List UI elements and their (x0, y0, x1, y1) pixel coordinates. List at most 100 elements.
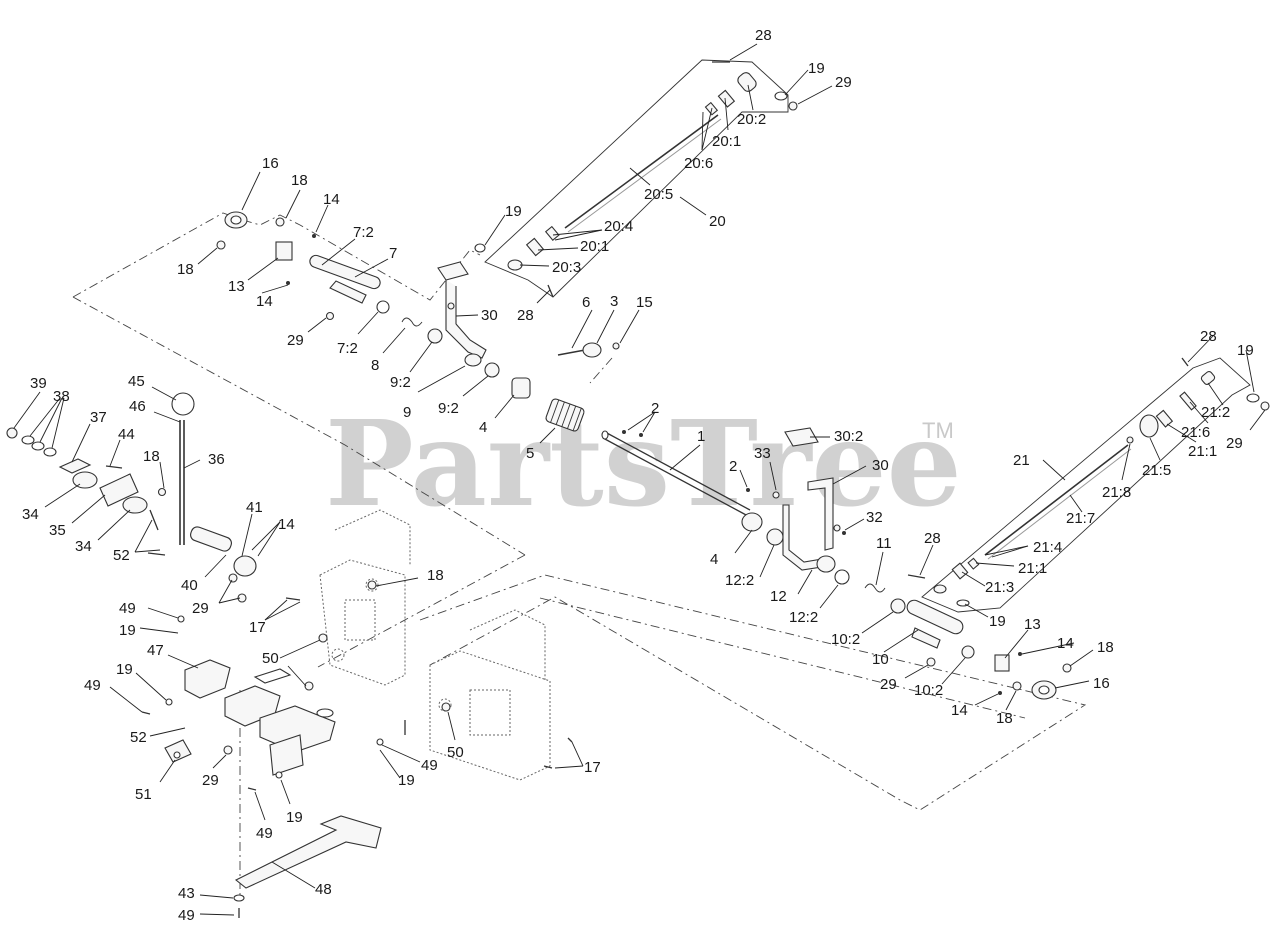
callout-45: 45 (128, 373, 145, 390)
callout-13: 13 (1024, 616, 1041, 633)
callout-6: 6 (582, 294, 590, 311)
callout-21-4: 21:4 (1033, 539, 1062, 556)
pedal-30-upper (437, 261, 487, 367)
callout-9-2: 9:2 (390, 374, 411, 391)
callout-10: 10 (872, 651, 889, 668)
left-control-cluster (6, 392, 257, 603)
callout-18: 18 (143, 448, 160, 465)
callout-20-3: 20:3 (552, 259, 581, 276)
callout-30: 30 (481, 307, 498, 324)
callout-44: 44 (118, 426, 135, 443)
callout-9: 9 (403, 404, 411, 421)
callout-21-7: 21:7 (1066, 510, 1095, 527)
mounting-brackets (141, 580, 573, 791)
callout-7-2: 7:2 (353, 224, 374, 241)
callout-19: 19 (808, 60, 825, 77)
callout-12-2: 12:2 (725, 572, 754, 589)
callout-13: 13 (228, 278, 245, 295)
callout-10-2: 10:2 (831, 631, 860, 648)
callout-33: 33 (754, 445, 771, 462)
callout-10-2: 10:2 (914, 682, 943, 699)
callout-20-2: 20:2 (737, 111, 766, 128)
callout-21: 21 (1013, 452, 1030, 469)
callout-21-5: 21:5 (1142, 462, 1171, 479)
callout-20-5: 20:5 (644, 186, 673, 203)
callout-34: 34 (22, 506, 39, 523)
callout-14: 14 (951, 702, 968, 719)
callout-35: 35 (49, 522, 66, 539)
callout-3: 3 (610, 293, 618, 310)
callout-29: 29 (287, 332, 304, 349)
callout-19: 19 (119, 622, 136, 639)
callout-21-8: 21:8 (1102, 484, 1131, 501)
callout-19: 19 (505, 203, 522, 220)
callout-7-2: 7:2 (337, 340, 358, 357)
leader-lines (13, 43, 1266, 916)
callout-30-2: 30:2 (834, 428, 863, 445)
callout-28: 28 (1200, 328, 1217, 345)
callout-34: 34 (75, 538, 92, 555)
callout-17: 17 (584, 759, 601, 776)
callout-18: 18 (1097, 639, 1114, 656)
callout-14: 14 (256, 293, 273, 310)
callout-49: 49 (256, 825, 273, 842)
callout-17: 17 (249, 619, 266, 636)
callout-19: 19 (398, 772, 415, 789)
callout-47: 47 (147, 642, 164, 659)
callout-29: 29 (1226, 435, 1243, 452)
callout-2: 2 (729, 458, 737, 475)
callout-20-6: 20:6 (684, 155, 713, 172)
callout-29: 29 (192, 600, 209, 617)
callout-50: 50 (447, 744, 464, 761)
callout-14: 14 (1057, 635, 1074, 652)
kit-20-outline (484, 59, 789, 298)
callout-48: 48 (315, 881, 332, 898)
callout-18: 18 (291, 172, 308, 189)
callout-50: 50 (262, 650, 279, 667)
callout-49: 49 (421, 757, 438, 774)
callout-21-1: 21:1 (1018, 560, 1047, 577)
callout-12: 12 (770, 588, 787, 605)
callout-40: 40 (181, 577, 198, 594)
callout-4: 4 (479, 419, 487, 436)
callout-7: 7 (389, 245, 397, 262)
callout-labels: 28 19 29 20:2 20:1 20:6 20:5 20 20:4 20:… (22, 27, 1254, 924)
center-parts (511, 342, 620, 432)
callout-20-1: 20:1 (580, 238, 609, 255)
callout-52: 52 (113, 547, 130, 564)
callout-19: 19 (1237, 342, 1254, 359)
kit-20-parts (474, 61, 798, 298)
callout-41: 41 (246, 499, 263, 516)
callout-21-3: 21:3 (985, 579, 1014, 596)
callout-15: 15 (636, 294, 653, 311)
callout-4: 4 (710, 551, 718, 568)
callout-37: 37 (90, 409, 107, 426)
callout-39: 39 (30, 375, 47, 392)
callout-21-6: 21:6 (1181, 424, 1210, 441)
callout-20-4: 20:4 (604, 218, 633, 235)
callout-28: 28 (755, 27, 772, 44)
callout-51: 51 (135, 786, 152, 803)
pedal-30-right (772, 427, 886, 593)
rod-48 (233, 815, 382, 918)
callout-29: 29 (202, 772, 219, 789)
callout-52: 52 (130, 729, 147, 746)
callout-16: 16 (262, 155, 279, 172)
callout-21-1: 21:1 (1188, 443, 1217, 460)
callout-29: 29 (835, 74, 852, 91)
callout-20: 20 (709, 213, 726, 230)
callout-5: 5 (526, 445, 534, 462)
callout-30: 30 (872, 457, 889, 474)
watermark-tm: TM (922, 418, 954, 443)
callout-29: 29 (880, 676, 897, 693)
callout-49: 49 (84, 677, 101, 694)
callout-19: 19 (989, 613, 1006, 630)
kit-21-parts (907, 357, 1270, 607)
callout-19: 19 (286, 809, 303, 826)
callout-43: 43 (178, 885, 195, 902)
callout-12-2: 12:2 (789, 609, 818, 626)
callout-11: 11 (876, 535, 892, 552)
callout-19: 19 (116, 661, 133, 678)
callout-21-2: 21:2 (1201, 404, 1230, 421)
